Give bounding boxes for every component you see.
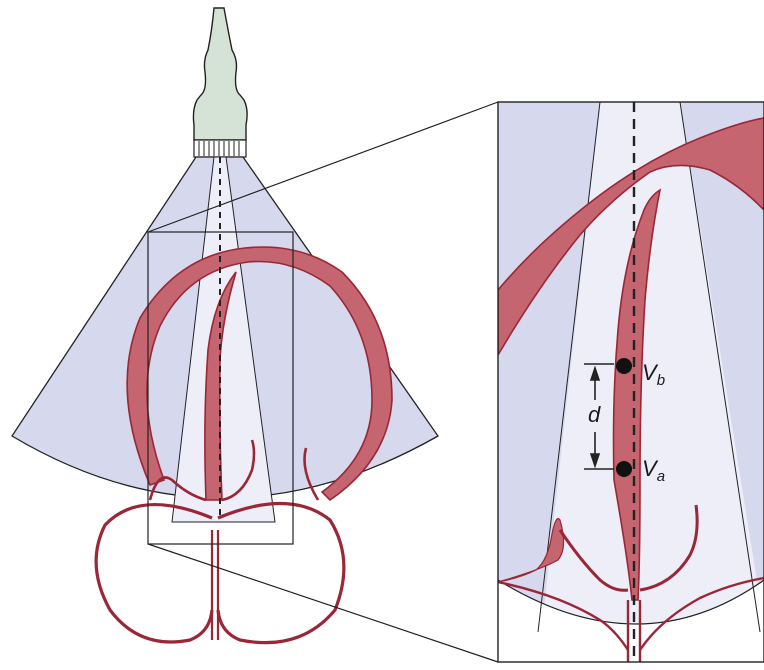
point-vb-marker bbox=[616, 358, 632, 374]
zoom-panel bbox=[498, 102, 764, 662]
point-va-marker bbox=[616, 461, 632, 477]
ultrasound-probe-icon bbox=[193, 8, 247, 157]
distance-label: d bbox=[588, 402, 601, 427]
zoom-connector-bottom bbox=[148, 544, 498, 662]
